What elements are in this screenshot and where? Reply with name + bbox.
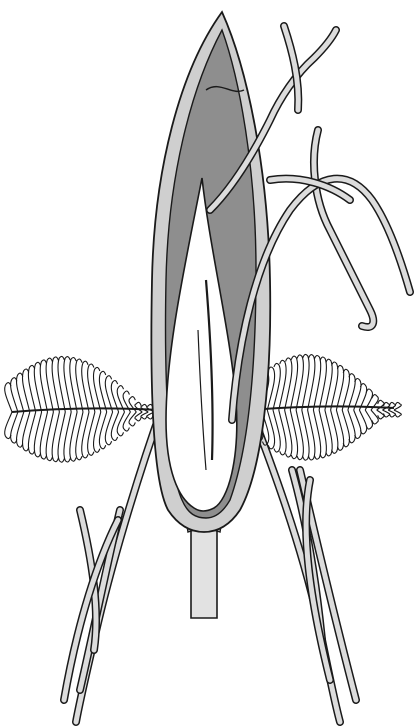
plume-barb (105, 412, 112, 445)
plume-barb (371, 410, 378, 424)
plume-barb (388, 410, 395, 417)
plume-barb (99, 412, 106, 449)
pod (151, 12, 270, 532)
plume-barb (267, 410, 274, 449)
lower-left-filaments (64, 408, 162, 722)
filament (314, 130, 373, 327)
plume-barb (105, 376, 112, 412)
plume-barb (394, 410, 401, 417)
plume-barb (359, 410, 366, 434)
plume-barb (365, 410, 372, 429)
plume-barb (99, 371, 106, 412)
feathery-plume-left (5, 356, 160, 462)
feathery-plume-right (250, 354, 401, 460)
